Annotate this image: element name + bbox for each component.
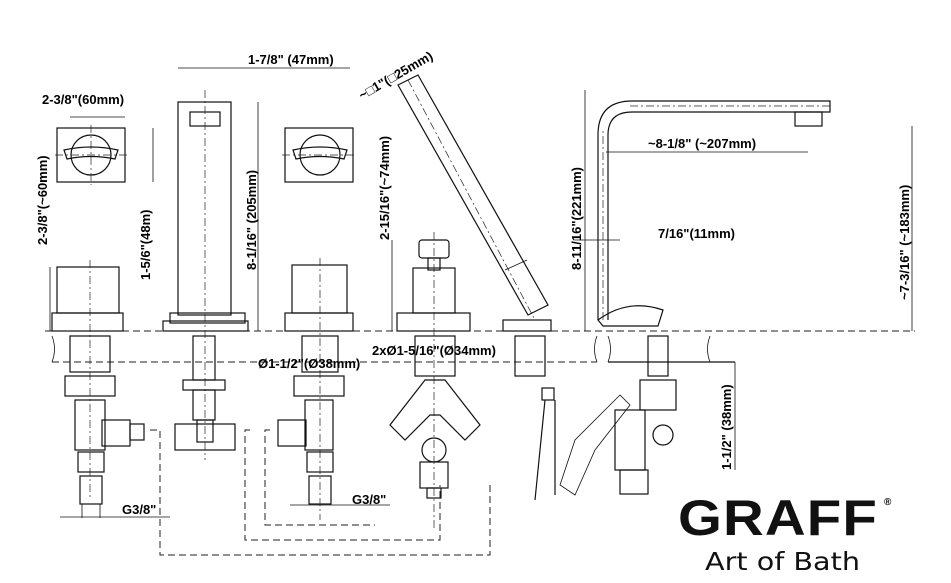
dim-connection-middle: G3/8" (352, 492, 386, 507)
bath-spout (597, 100, 831, 495)
dim-connection-left: G3/8" (122, 502, 156, 517)
dim-spout-tube: 7/16"(11mm) (658, 226, 735, 241)
dim-handle-height: 2-3/8"(~60mm) (35, 155, 50, 245)
dim-hole-large: Ø1-1/2"(Ø38mm) (258, 356, 360, 371)
middle-handle (277, 127, 357, 520)
left-handle (51, 125, 145, 518)
dim-handle-top-width: 2-3/8"(60mm) (42, 92, 124, 107)
column-spout (162, 90, 249, 460)
dim-handshower-height: 8-11/16"(221mm) (569, 167, 584, 270)
brand-tagline: Art of Bath (705, 547, 860, 576)
dim-spout-width: 1-7/8" (47mm) (248, 52, 334, 67)
dim-spout-clearance: ~7-3/16" (~183mm) (897, 185, 912, 300)
dim-diverter-height: 2-15/16"(~74mm) (377, 136, 392, 240)
hand-shower (397, 74, 631, 501)
dim-spout-reach: ~8-1/8" (~207mm) (648, 136, 756, 151)
registered-mark: ® (884, 497, 892, 508)
diverter (389, 232, 481, 530)
dim-handle-top-depth: 1-5/6"(48m) (138, 210, 153, 280)
dim-hole-small: 2xØ1-5/16"(Ø34mm) (372, 343, 496, 358)
dim-spout-height: 8-1/16" (205mm) (244, 170, 259, 270)
dimension-lines (49, 67, 913, 518)
supply-lines (150, 429, 491, 556)
brand-logo: GRAFF (678, 490, 878, 546)
dim-deck-thickness: 1-1/2" (38mm) (719, 384, 734, 470)
dim-handshower-section: ~□1"(□25mm) (356, 48, 435, 102)
